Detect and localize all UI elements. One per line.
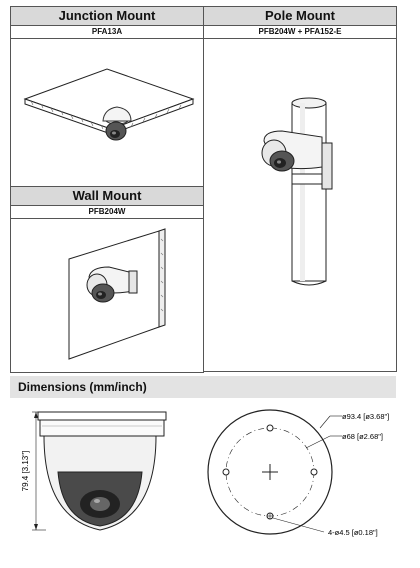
junction-mount-model: PFA13A [11,26,203,39]
wall-mount-illustration [68,228,166,360]
pole-mount-illustration [261,97,333,286]
dimensions-header: Dimensions (mm/inch) [10,376,396,398]
wall-mount-model: PFB204W [11,206,203,219]
height-dimension-label: 79.4 [3.13"] [21,451,30,492]
mount-table: Junction Mount PFA13A Pole Mount PFB204W… [10,6,397,373]
junction-mount-illustration [23,68,195,141]
mount-holes-label: 4-ø4.5 [ø0.18"] [328,528,378,537]
junction-mount-title: Junction Mount [11,7,203,26]
wall-mount-cell: Wall Mount PFB204W [10,186,204,373]
outer-diameter-label: ø93.4 [ø3.68"] [342,412,389,421]
pole-mount-cell: Pole Mount PFB204W + PFA152-E [203,6,397,372]
bolt-circle-label: ø68 [ø2.68"] [342,432,383,441]
pole-mount-model: PFB204W + PFA152-E [204,26,396,39]
wall-mount-title: Wall Mount [11,187,203,206]
pole-mount-title: Pole Mount [204,7,396,26]
junction-mount-cell: Junction Mount PFA13A [10,6,204,189]
camera-side-view: 79.4 [3.13"] [21,411,167,531]
base-plate-view: ø93.4 [ø3.68"] ø68 [ø2.68"] 4-ø4.5 [ø0.1… [207,409,389,537]
